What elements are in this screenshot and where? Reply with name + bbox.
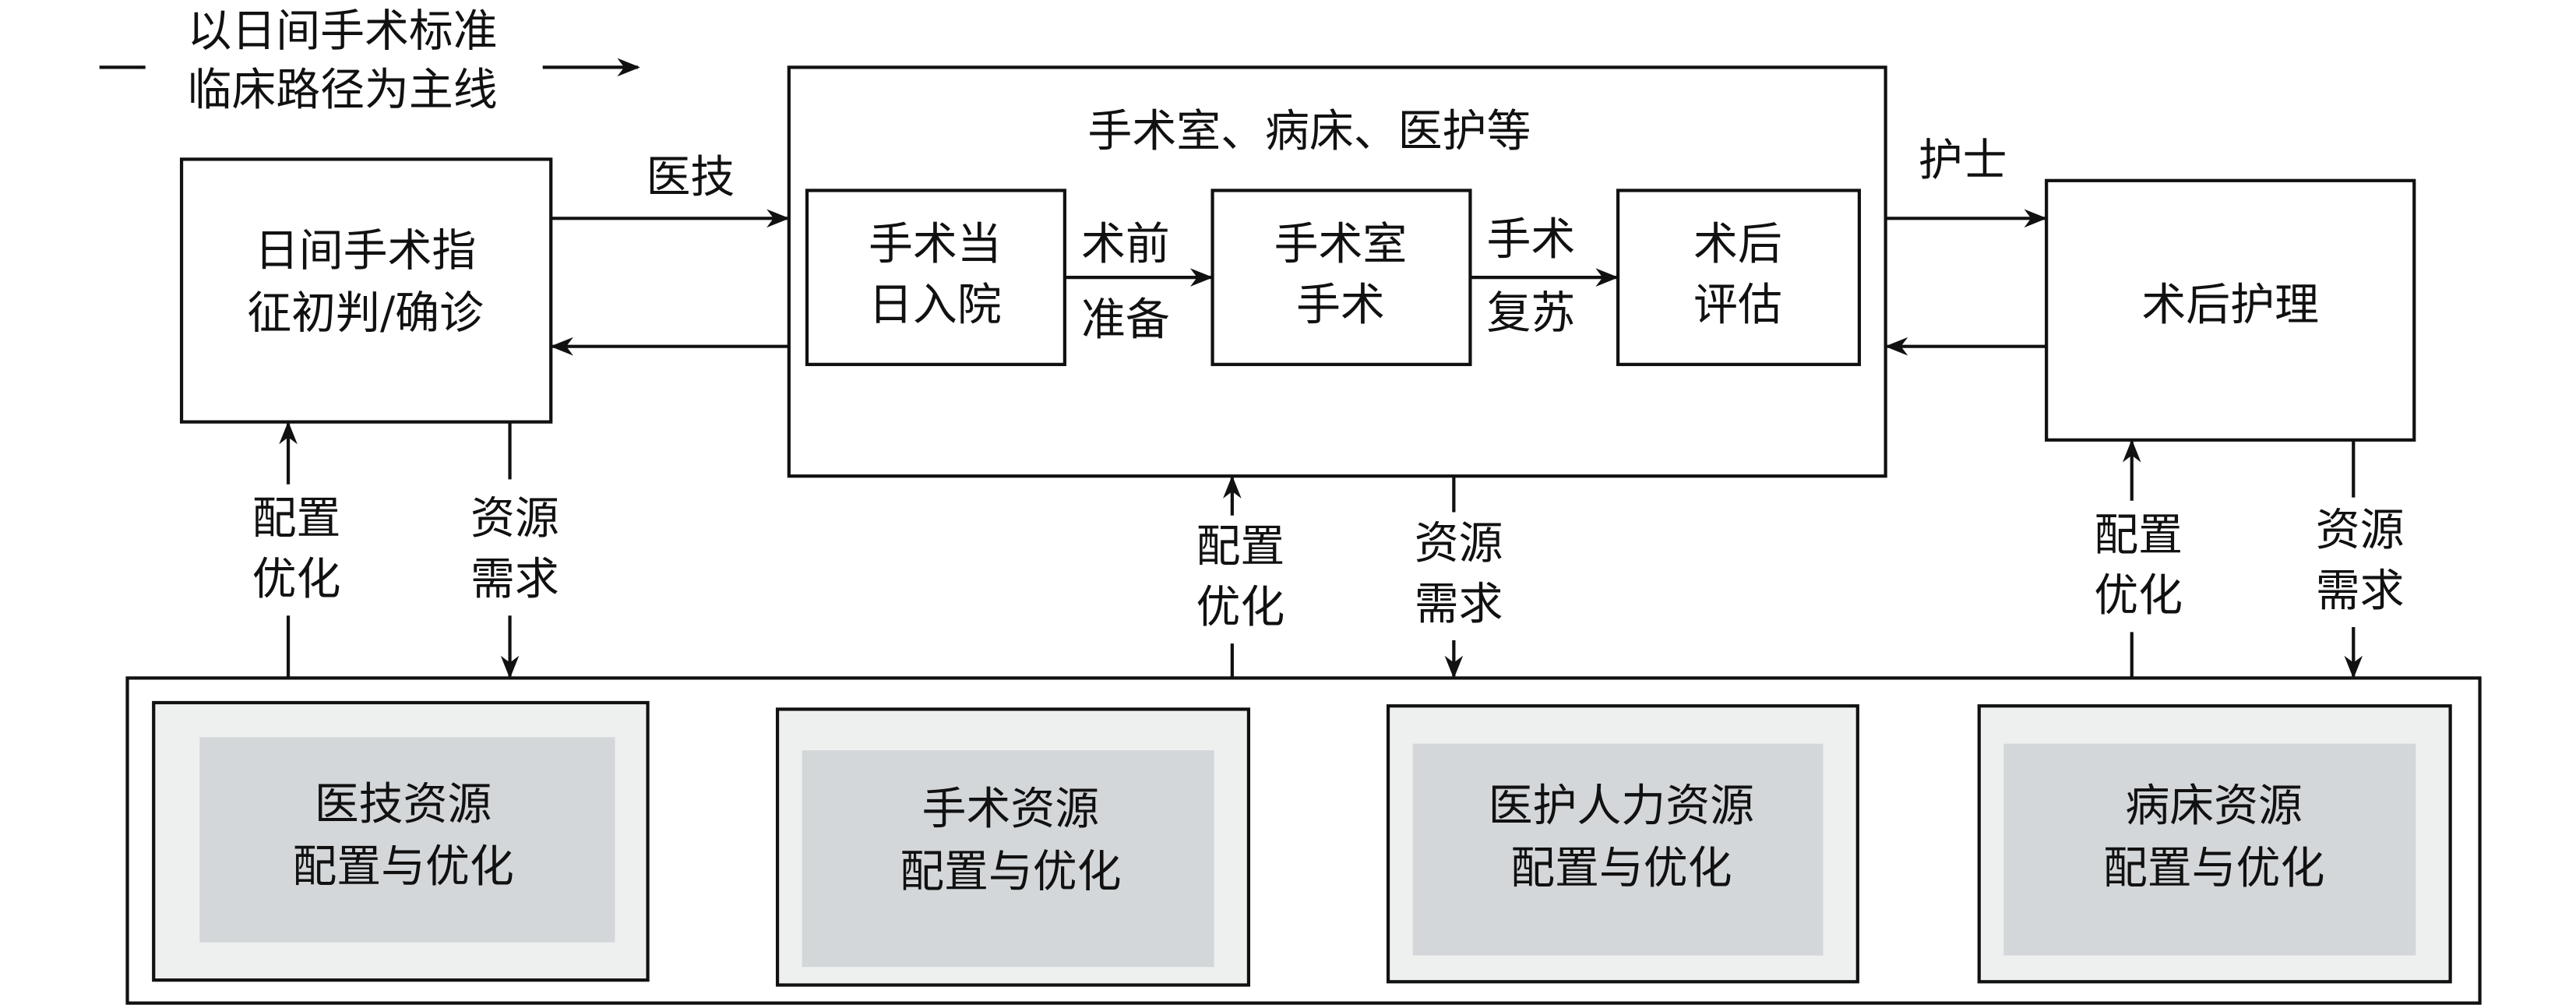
config-label-c-2: 优化 <box>2094 570 2183 622</box>
indication-label-2: 征初判/确诊 <box>247 287 484 339</box>
resource-beds: 病床资源 配置与优化 <box>1977 704 2452 984</box>
resource-beds-label-2: 配置与优化 <box>2103 843 2324 894</box>
step-admission-label-1: 手术当 <box>869 219 1002 270</box>
nurse-label: 护士 <box>1919 135 2007 186</box>
preop-label-1: 术前 <box>1081 219 1170 270</box>
postop-care-label: 术后护理 <box>2141 280 2319 331</box>
resource-surgery: 手术资源 配置与优化 <box>775 707 1251 987</box>
resource-beds-label-1: 病床资源 <box>2125 780 2303 831</box>
postop-care-box: 术后护理 <box>2045 178 2416 442</box>
step-surgery-label-2: 手术 <box>1296 280 1385 331</box>
recovery-label-1: 手术 <box>1487 213 1576 265</box>
config-label-c-1: 配置 <box>2094 509 2183 561</box>
config-label-a-2: 优化 <box>252 554 341 605</box>
indication-box: 日间手术指 征初判/确诊 <box>179 157 553 424</box>
main-line-indicator: 以日间手术标准 临床路径为主线 <box>99 5 640 116</box>
config-label-b-2: 优化 <box>1196 581 1284 633</box>
resource-surgery-label-1: 手术资源 <box>922 784 1100 835</box>
demand-label-c-1: 资源 <box>2316 504 2405 555</box>
demand-label-a-1: 资源 <box>470 493 559 545</box>
config-label-b-1: 配置 <box>1196 521 1284 573</box>
step-surgery <box>1210 189 1472 366</box>
recovery-label-2: 复苏 <box>1487 287 1576 339</box>
medtech-label: 医技 <box>646 151 735 203</box>
demand-label-c-2: 需求 <box>2316 565 2405 616</box>
step-assessment-label-1: 术后 <box>1693 219 1782 270</box>
step-surgery-label-1: 手术室 <box>1274 219 1408 270</box>
resource-surgery-label-2: 配置与优化 <box>900 846 1121 897</box>
indication-label-1: 日间手术指 <box>255 225 476 277</box>
resource-staff: 医护人力资源 配置与优化 <box>1386 704 1859 984</box>
demand-label-b-1: 资源 <box>1415 517 1503 569</box>
step-admission <box>805 189 1066 366</box>
main-line-label-1: 以日间手术标准 <box>187 5 497 57</box>
main-line-label-2: 临床路径为主线 <box>187 65 497 116</box>
resource-staff-label-2: 配置与优化 <box>1510 843 1732 894</box>
demand-label-a-2: 需求 <box>470 554 559 605</box>
step-assessment <box>1616 189 1862 366</box>
resource-staff-label-1: 医护人力资源 <box>1489 780 1754 831</box>
resource-medtech: 医技资源 配置与优化 <box>152 700 650 982</box>
hospital-box: 手术室、病床、医护等 手术当 日入院 手术室 手术 术后 评估 术前 准备 手术… <box>787 65 1887 478</box>
step-assessment-label-2: 评估 <box>1693 280 1782 331</box>
hospital-title: 手术室、病床、医护等 <box>1087 105 1531 157</box>
step-admission-label-2: 日入院 <box>869 280 1002 331</box>
resource-medtech-label-1: 医技资源 <box>315 778 492 830</box>
resource-medtech-label-2: 配置与优化 <box>292 841 513 892</box>
demand-label-b-2: 需求 <box>1415 578 1503 629</box>
preop-label-2: 准备 <box>1081 294 1170 346</box>
config-label-a-1: 配置 <box>252 493 341 545</box>
